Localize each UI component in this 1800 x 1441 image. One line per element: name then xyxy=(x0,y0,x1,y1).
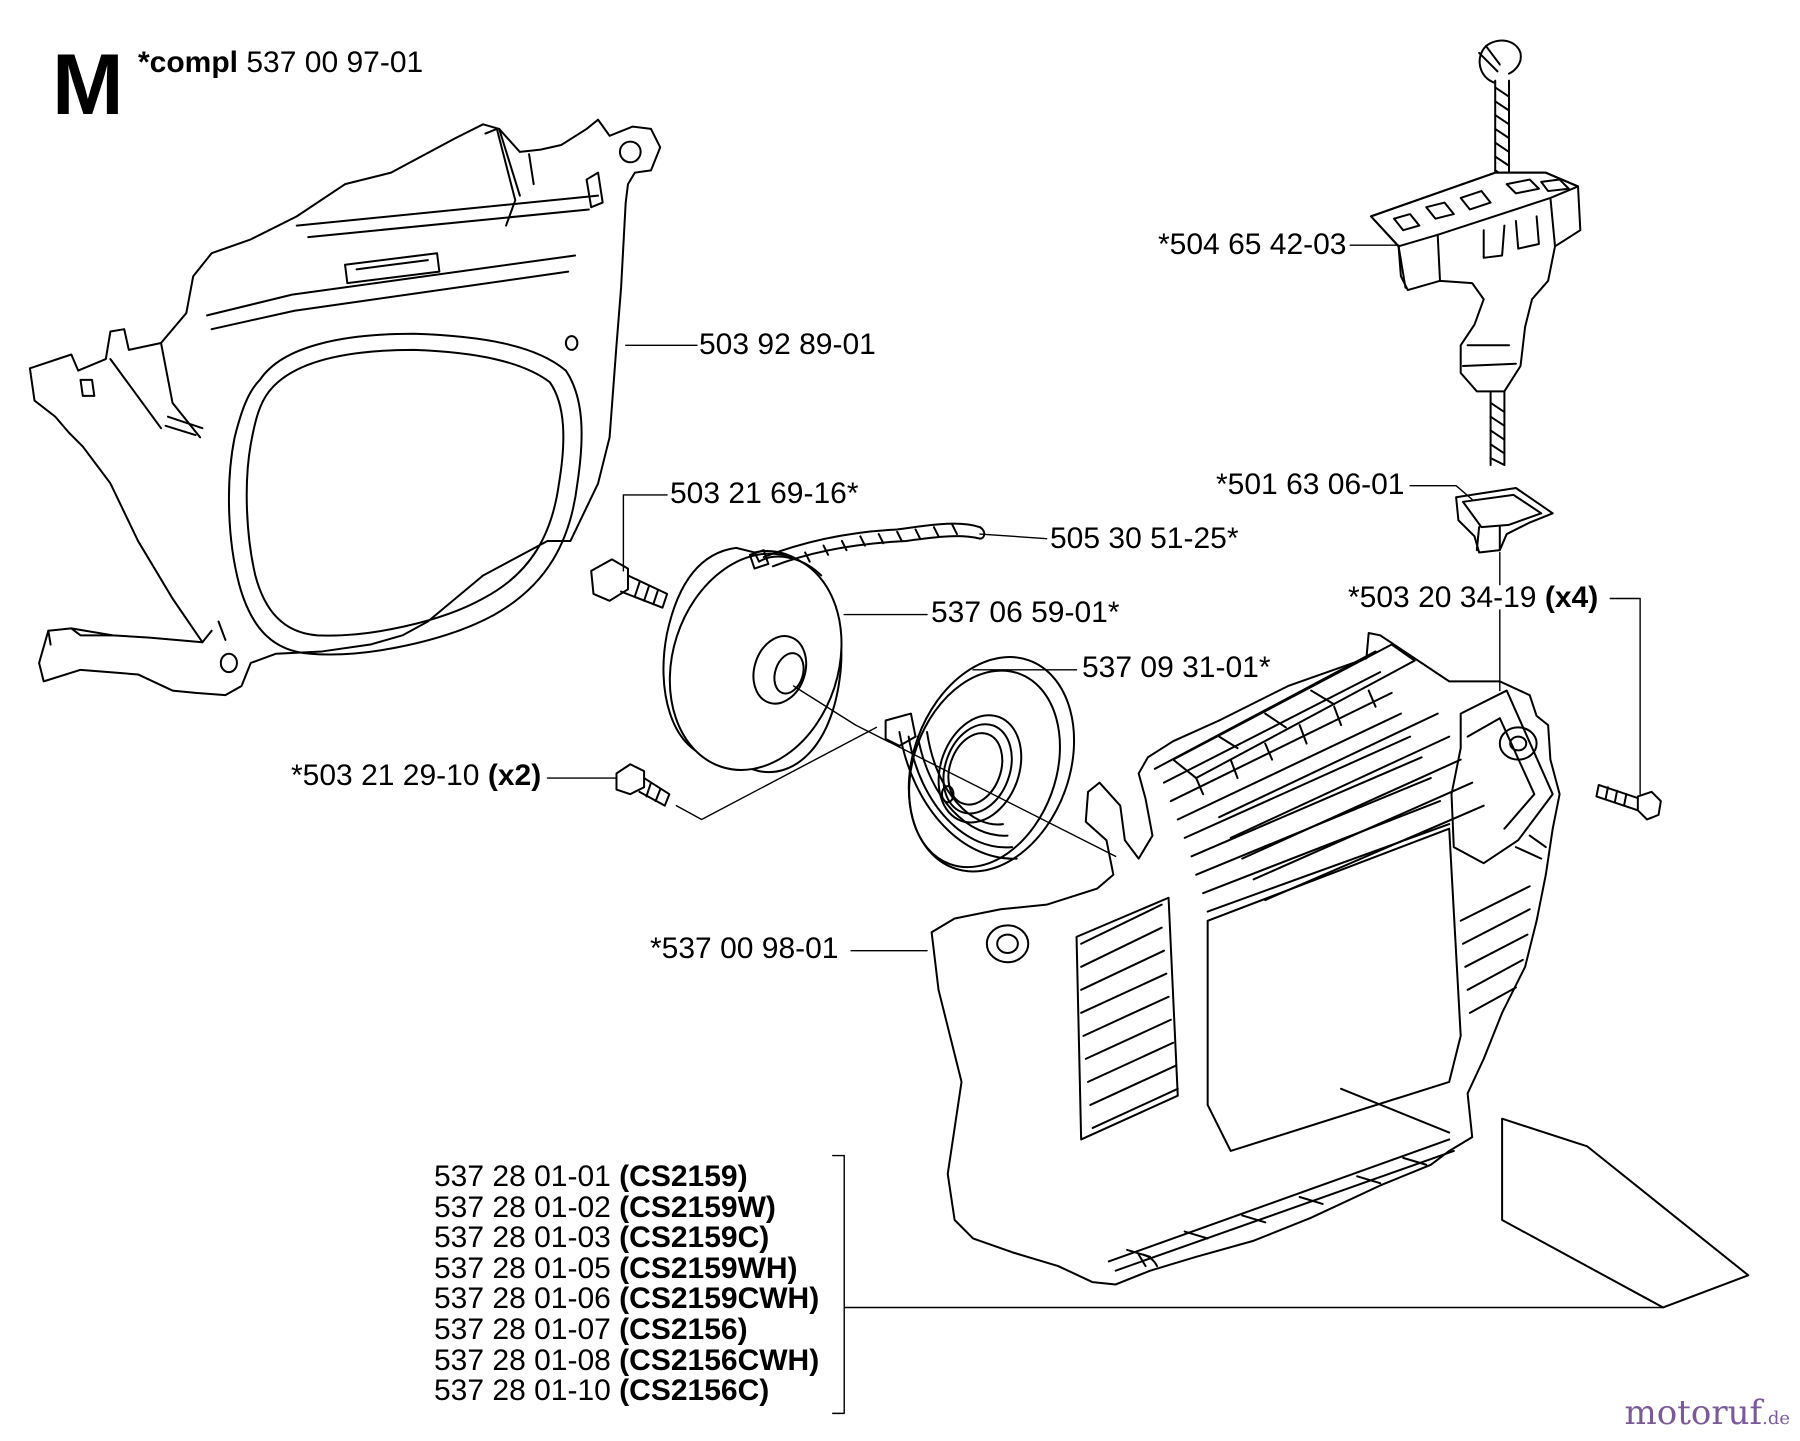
compl-number: 537 00 97-01 xyxy=(246,46,424,79)
callout-handle: *504 65 42-03 xyxy=(1158,228,1347,261)
variant-number: 537 28 01-08 xyxy=(434,1343,611,1377)
variant-row: 537 28 01-03 (CS2159C) xyxy=(434,1221,819,1255)
screw-x4-part xyxy=(1596,785,1660,820)
variant-model: (CS2159) xyxy=(619,1160,748,1193)
bracket-cover-part xyxy=(30,120,660,695)
variant-row: 537 28 01-01 (CS2159) xyxy=(434,1160,819,1193)
variant-row: 537 28 01-06 (CS2159CWH) xyxy=(434,1284,819,1315)
decal-plate-part xyxy=(1502,1119,1748,1308)
watermark-brand: motoruf xyxy=(1624,1393,1763,1433)
variant-row: 537 28 01-08 (CS2156CWH) xyxy=(434,1343,820,1377)
watermark-logo: motoruf.de xyxy=(1625,1393,1790,1433)
callout-screw-x4: *503 20 34-19 (x4) xyxy=(1348,583,1598,613)
variant-model: (CS2159C) xyxy=(619,1221,770,1255)
watermark-domain: .de xyxy=(1762,1408,1790,1429)
variant-row: 537 28 01-05 (CS2159WH) xyxy=(434,1251,819,1285)
spring-cassette-part xyxy=(880,634,1103,895)
section-letter: M xyxy=(52,37,124,133)
callout-shoulder-screw: 503 21 69-16* xyxy=(670,477,859,510)
variant-row: 537 28 01-10 (CS2156C) xyxy=(434,1374,819,1408)
callout-rope-guide: *501 63 06-01 xyxy=(1216,468,1405,501)
callout-starter-cover: *537 00 98-01 xyxy=(650,932,839,965)
starter-handle-part xyxy=(1371,41,1580,465)
variant-model: (CS2156C) xyxy=(619,1374,770,1408)
variant-number: 537 28 01-03 xyxy=(434,1221,611,1255)
screw-x2-number: *503 21 29-10 xyxy=(291,759,480,792)
variant-number: 537 28 01-05 xyxy=(434,1251,611,1285)
variant-row: 537 28 01-02 (CS2159W) xyxy=(434,1190,819,1224)
variant-number: 537 28 01-01 xyxy=(434,1160,611,1193)
complete-assembly-label: *compl 537 00 97-01 xyxy=(138,48,423,78)
rope-pulley-part xyxy=(643,524,985,793)
rope-guide-part xyxy=(1456,488,1553,552)
variant-row: 537 28 01-07 (CS2156) xyxy=(434,1312,819,1346)
variant-model: (CS2159WH) xyxy=(619,1251,798,1285)
leader-lines xyxy=(547,245,1663,1413)
callout-spring-cassette: 537 09 31-01* xyxy=(1082,651,1271,684)
variant-model: (CS2159CWH) xyxy=(619,1282,820,1316)
screw-x2-part xyxy=(616,764,669,805)
screw-x2-qty: (x2) xyxy=(487,759,542,792)
callout-screw-x2: *503 21 29-10 (x2) xyxy=(291,761,541,791)
model-variant-list: 537 28 01-01 (CS2159) 537 28 01-02 (CS21… xyxy=(434,1160,820,1408)
shoulder-screw-part xyxy=(591,559,667,607)
variant-number: 537 28 01-02 xyxy=(434,1190,611,1224)
compl-prefix: *compl xyxy=(138,46,239,79)
callout-bracket-cover: 503 92 89-01 xyxy=(699,328,876,361)
screw-x4-qty: (x4) xyxy=(1544,581,1599,614)
variant-model: (CS2156CWH) xyxy=(619,1343,820,1377)
callout-starter-rope: 505 30 51-25* xyxy=(1050,522,1239,555)
callout-rope-pulley: 537 06 59-01* xyxy=(931,596,1120,629)
screw-x4-number: *503 20 34-19 xyxy=(1348,581,1537,614)
variant-number: 537 28 01-07 xyxy=(434,1312,611,1346)
variant-model: (CS2159W) xyxy=(619,1190,776,1224)
variant-model: (CS2156) xyxy=(619,1312,748,1346)
starter-cover-part xyxy=(932,633,1560,1284)
variant-number: 537 28 01-06 xyxy=(434,1282,611,1316)
variant-number: 537 28 01-10 xyxy=(434,1374,611,1408)
